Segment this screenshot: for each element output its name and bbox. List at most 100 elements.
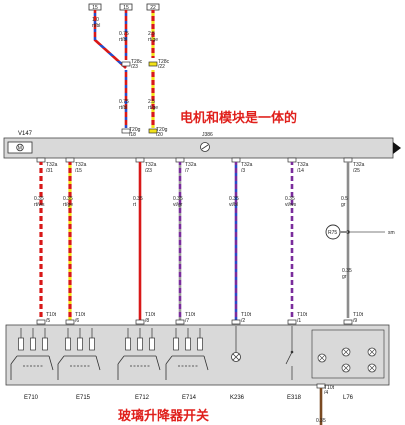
column-4-wire-color: vi/gr <box>173 202 183 208</box>
column-6-top-pin: /14 <box>297 168 304 174</box>
mid-wire-b-size: 2.5 <box>148 99 155 105</box>
mid-wire-a-size: 0.75 <box>119 99 129 105</box>
column-4-wire-size: 0.35 <box>173 196 183 202</box>
t20g-left-name: T20g <box>129 127 141 133</box>
window-switch-2-icon <box>57 328 101 380</box>
column-2-bottom-conn-name: T10t <box>75 312 86 318</box>
bus-arrow-icon <box>393 142 401 154</box>
column-4-bottom-connector <box>175 319 185 325</box>
top-box-3-label: 22 <box>150 5 156 11</box>
t28c-right-connector <box>148 61 158 67</box>
top-wire-b-color: rt/bl <box>119 37 127 43</box>
top-section: 15 15 22 1.0 rt/bl 0.75 rt/bl 2.5 rt/ge … <box>88 3 170 138</box>
column-5-top-connector <box>231 157 241 163</box>
t28c-right-name: T28c <box>158 59 170 65</box>
annotation-top: 电机和模块是一体的 <box>180 110 297 126</box>
column-7-bottom-conn-name: T10t <box>353 312 364 318</box>
r75-group: R75 sm <box>325 224 395 240</box>
column-7-top-pin: /25 <box>353 168 360 174</box>
column-2-bottom-pin: /6 <box>75 318 79 324</box>
switch-box-frame <box>5 324 390 386</box>
r75-wire-color: gr <box>342 274 347 280</box>
column-1-top-conn-name: T32a <box>46 162 58 168</box>
top-wire-a <box>93 10 127 69</box>
top-box-2-label: 15 <box>123 5 129 11</box>
column-1-top-connector <box>36 157 46 163</box>
column-1-wire-size: 0.35 <box>34 196 44 202</box>
motor-icon <box>16 143 24 152</box>
column-1-bottom-connector <box>36 319 46 325</box>
e318-switch-icon <box>285 326 294 380</box>
component-label-e714: E714 <box>182 395 197 401</box>
column-2-wire-color: rt/ge <box>63 202 73 208</box>
column-6-wire-color: vi/ws <box>285 202 297 208</box>
column-6-wire-size: 0.35 <box>285 196 295 202</box>
column-6-bottom-conn-name: T10t <box>297 312 308 318</box>
column-7-top-connector <box>343 157 353 163</box>
column-6-top-connector <box>287 157 297 163</box>
bus-bar <box>3 137 394 159</box>
column-5-wire-color: vi/bl <box>229 202 238 208</box>
column-4-bottom-pin: /7 <box>185 318 189 324</box>
column-5-wire-size: 0.35 <box>229 196 239 202</box>
column-2-top-conn-name: T32a <box>75 162 87 168</box>
component-label-e318: E318 <box>287 395 302 401</box>
column-7-bottom-pin: /9 <box>353 318 357 324</box>
column-6-top-conn-name: T32a <box>297 162 309 168</box>
column-7-wire-color: gr <box>341 202 346 208</box>
column-1-top-pin: /31 <box>46 168 53 174</box>
column-4-top-connector <box>175 157 185 163</box>
motor-icon-glyph: M <box>18 146 22 152</box>
column-1-bottom-conn-name: T10t <box>46 312 57 318</box>
wire-columns: T32a/310.35rt/wsT10t/5T32a/150.35rt/geT1… <box>34 157 365 325</box>
v147-motor-box <box>7 141 33 154</box>
column-5-bottom-pin: /2 <box>241 318 245 324</box>
column-3-wire-size: 0.35 <box>133 196 143 202</box>
t28c-left-pin: /23 <box>131 64 138 70</box>
column-3-top-conn-name: T32a <box>145 162 157 168</box>
v147-label: V147 <box>18 131 33 137</box>
top-wire-b-size: 0.75 <box>119 31 129 37</box>
component-label-e715: E715 <box>76 395 91 401</box>
r75-wire-size: 0.35 <box>342 268 352 274</box>
column-3-top-pin: /23 <box>145 168 152 174</box>
bottom-wire-size: 0.35 <box>316 418 326 424</box>
top-wire-a-size: 1.0 <box>92 17 99 23</box>
window-switch-4-icon <box>165 328 209 380</box>
mid-wire-b-color: rt/ge <box>148 105 158 111</box>
column-3-wire-color: rt <box>133 202 137 208</box>
component-label-k236: K236 <box>230 395 245 401</box>
t20g-left-connector <box>121 128 131 134</box>
mid-wire-a-color: rt/bl <box>119 105 127 111</box>
column-4-bottom-conn-name: T10t <box>185 312 196 318</box>
bottom-connector-name: T10t <box>324 385 335 391</box>
t28c-left-connector <box>121 61 131 67</box>
column-3-bottom-conn-name: T10t <box>145 312 156 318</box>
r75-side-label: sm <box>388 230 395 236</box>
top-wire-c-size: 2.5 <box>148 31 155 37</box>
window-switch-3-icon <box>117 328 161 380</box>
l76-lamps-icon <box>311 329 385 379</box>
t20g-left-pin: /18 <box>129 132 136 138</box>
switch-glyphs <box>10 326 385 380</box>
r75-label: R75 <box>328 230 337 236</box>
annotation-bottom: 玻璃升降器开关 <box>118 408 209 424</box>
bottom-connector-pin: /4 <box>324 390 328 396</box>
column-6-bottom-connector <box>287 319 297 325</box>
column-6-bottom-pin: /1 <box>297 318 301 324</box>
column-5-top-conn-name: T32a <box>241 162 253 168</box>
window-switch-1-icon <box>10 328 54 380</box>
module-bus: V147 M J386 <box>3 131 401 159</box>
column-7-bottom-connector <box>343 319 353 325</box>
column-5-bottom-conn-name: T10t <box>241 312 252 318</box>
t20g-right-pin: /20 <box>156 132 163 138</box>
t20g-right-connector <box>148 128 158 134</box>
column-7-wire-size: 0.5 <box>341 196 348 202</box>
column-1-bottom-pin: /5 <box>46 318 50 324</box>
